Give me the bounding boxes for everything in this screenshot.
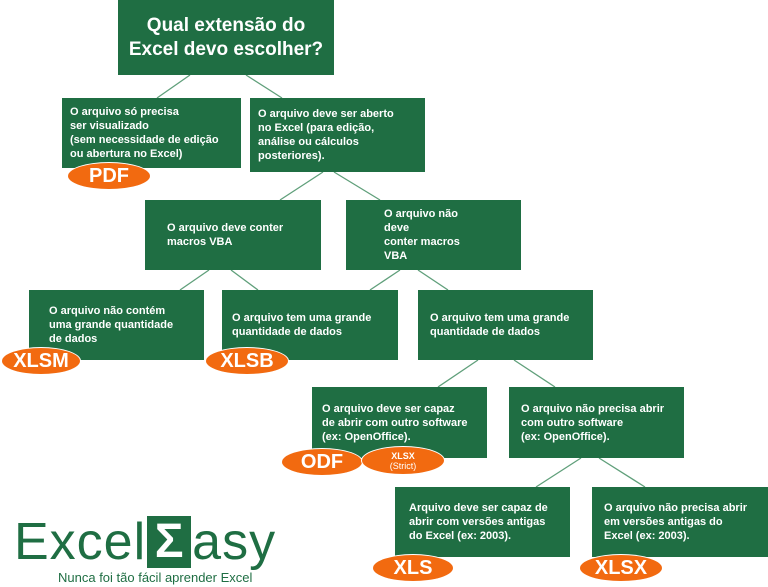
badge-pdf: PDF	[68, 163, 150, 189]
node-view-only: O arquivo só precisa ser visualizado (se…	[62, 98, 241, 168]
root-question-title: Qual extensão do Excel devo escolher?	[128, 14, 324, 60]
node-view-only-text: O arquivo só precisa ser visualizado (se…	[70, 106, 219, 160]
node-nomacros-large-data: O arquivo tem uma grande quantidade de d…	[418, 290, 593, 360]
node-no-macros: O arquivo não deve conter macros VBA	[346, 200, 521, 270]
badge-xlsx-strict-sublabel: (Strict)	[389, 460, 417, 471]
node-no-other-software-text: O arquivo não precisa abrir com outro so…	[521, 402, 665, 443]
node-old-versions-text: Arquivo deve ser capaz de abrir com vers…	[409, 502, 548, 542]
badge-xls-label: XLS	[393, 556, 433, 579]
badge-odf-label: ODF	[300, 450, 344, 473]
badge-pdf-label: PDF	[89, 164, 129, 187]
logo-tagline: Nunca foi tão fácil aprender Excel	[58, 570, 253, 585]
node-no-old-versions-text: O arquivo não precisa abrir em versões a…	[604, 502, 748, 542]
node-macros-large-data-text: O arquivo tem uma grande quantidade de d…	[232, 312, 372, 338]
badge-xlsx-strict-label: XLSX	[391, 450, 415, 461]
badge-xlsx-strict: XLSX (Strict)	[362, 447, 444, 474]
badge-xlsm-label: XLSM	[13, 349, 69, 372]
badge-xlsx-label: XLSX	[594, 556, 648, 579]
excel-easy-logo: Excel Σ asy	[14, 512, 276, 572]
node-has-macros: O arquivo deve conter macros VBA	[145, 200, 321, 270]
badge-xlsb-label: XLSB	[220, 349, 274, 372]
root-question-box: Qual extensão do Excel devo escolher?	[118, 0, 334, 75]
badge-xlsx: XLSX	[580, 555, 662, 581]
sigma-icon: Σ	[147, 516, 192, 568]
node-nomacros-large-data-text: O arquivo tem uma grande quantidade de d…	[430, 312, 570, 338]
node-has-macros-text: O arquivo deve conter macros VBA	[167, 222, 284, 248]
node-open-in-excel-text: O arquivo deve ser aberto no Excel (para…	[258, 108, 394, 162]
badge-xlsm: XLSM	[2, 348, 80, 374]
badge-xls: XLS	[373, 555, 453, 581]
logo-word-left: Excel	[14, 513, 147, 571]
logo-word-right: asy	[192, 513, 277, 571]
node-old-versions: Arquivo deve ser capaz de abrir com vers…	[395, 487, 570, 557]
node-no-macros-text: O arquivo não deve conter macros VBA	[384, 208, 460, 262]
node-other-software-text: O arquivo deve ser capaz de abrir com ou…	[322, 402, 468, 443]
node-no-other-software: O arquivo não precisa abrir com outro so…	[509, 387, 684, 458]
node-other-software: O arquivo deve ser capaz de abrir com ou…	[312, 387, 487, 458]
node-open-in-excel: O arquivo deve ser aberto no Excel (para…	[250, 98, 425, 172]
badge-xlsb: XLSB	[206, 348, 288, 374]
node-macros-small-data-text: O arquivo não contém uma grande quantida…	[49, 305, 174, 345]
node-no-old-versions: O arquivo não precisa abrir em versões a…	[592, 487, 768, 557]
badge-odf: ODF	[282, 449, 362, 475]
